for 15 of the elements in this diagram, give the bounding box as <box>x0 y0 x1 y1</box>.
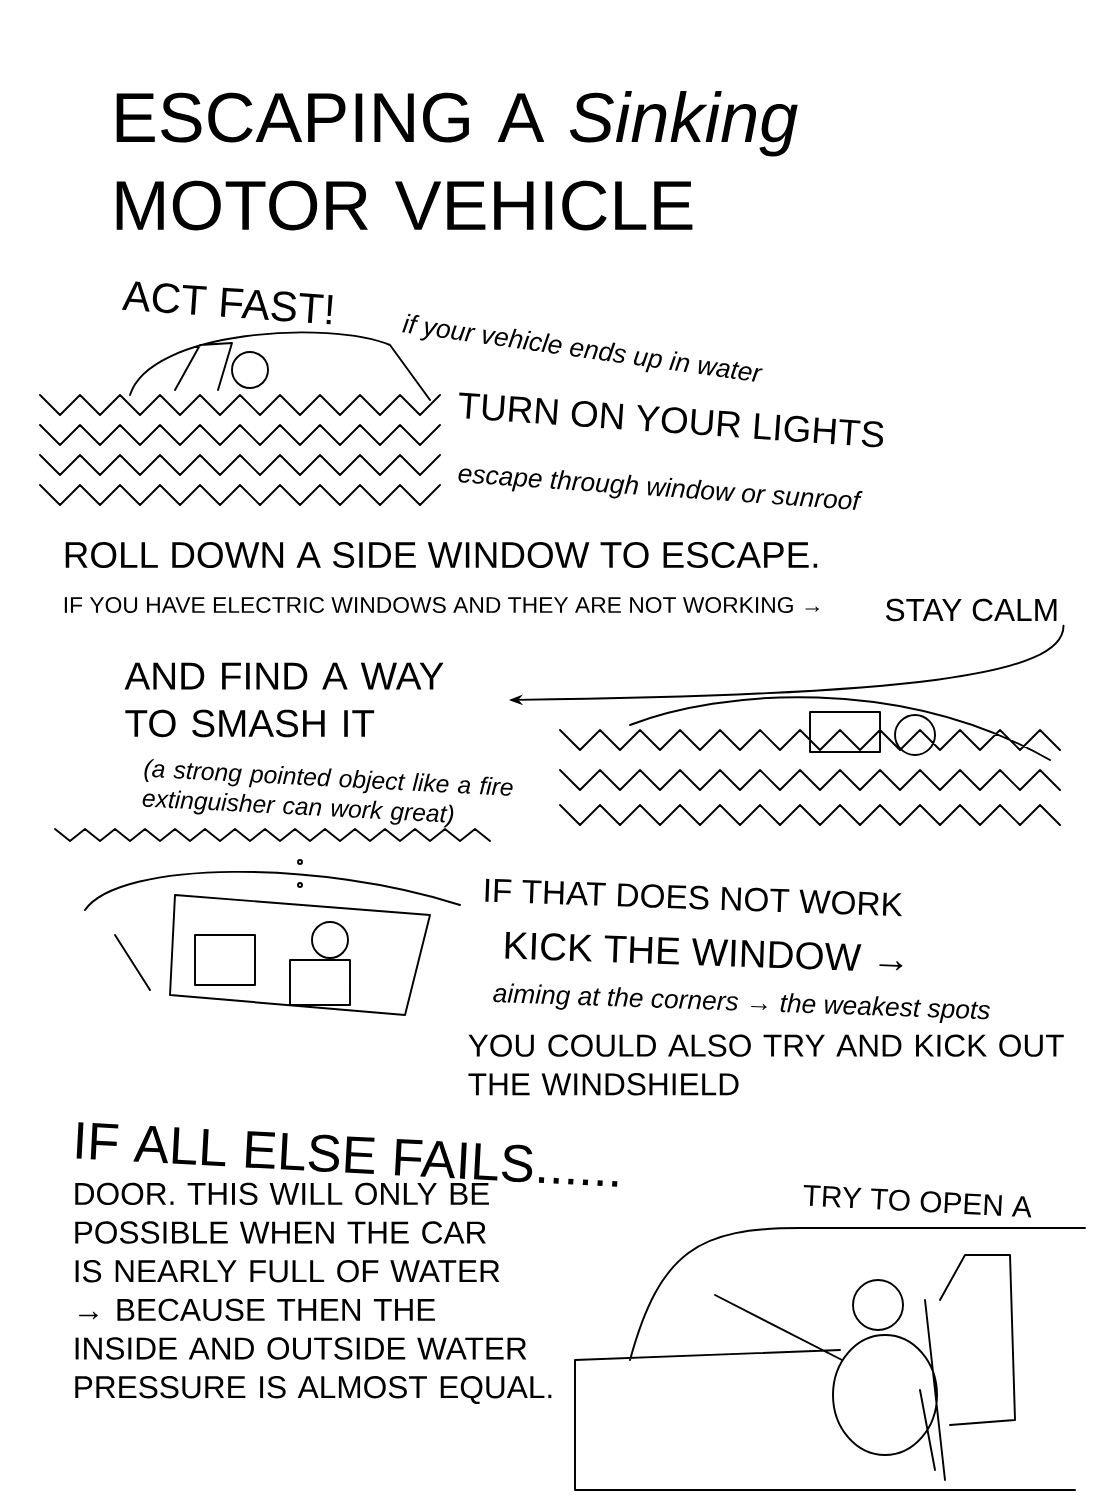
heading-text: ROLL DOWN A SIDE WINDOW TO ESCAPE. <box>65 541 818 569</box>
note-text: if your vehicle ends up in water <box>402 313 763 382</box>
heading-text: IF THAT DOES NOT WORK <box>485 878 903 917</box>
note-text: (a strong pointed object like a fire extinguisher can work great) <box>142 759 513 828</box>
note-text: aiming at the corners → the weakest spots <box>493 983 990 1024</box>
heading-text: TRY TO OPEN A <box>803 1184 1032 1218</box>
heading-text: TURN ON YOUR LIGHTS <box>459 392 884 448</box>
heading-text: AND FIND A WAY TO SMASH IT <box>124 662 444 738</box>
note-text: escape through window or sunroof <box>458 468 863 510</box>
heading-text: KICK THE WINDOW → <box>505 931 903 971</box>
heading-text: YOU COULD ALSO TRY AND KICK OUT THE WINDSHIELD <box>468 1034 1064 1096</box>
heading-text: STAY CALM <box>885 598 1057 622</box>
note-text: IF YOU HAVE ELECTRIC WINDOWS AND THEY ARE NOT WORKING → <box>64 596 820 614</box>
title-text: ESCAPING A Sinking MOTOR VEHICLE <box>116 90 798 231</box>
heading-text: ACT FAST! <box>121 281 333 325</box>
